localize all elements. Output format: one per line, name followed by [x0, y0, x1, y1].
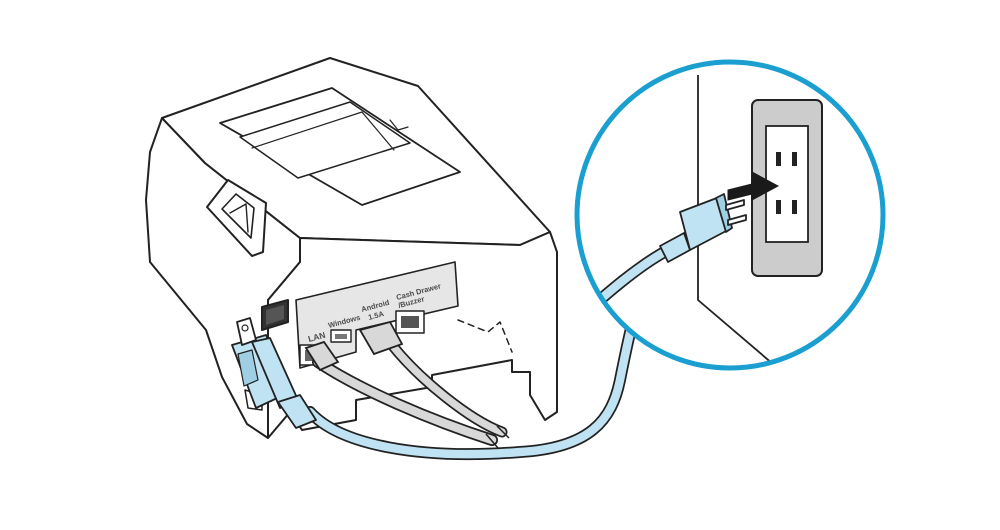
- label-android-2: 1.5A: [367, 309, 385, 322]
- printer: [145, 57, 558, 439]
- data-cables: [312, 339, 508, 446]
- label-lan: LAN: [307, 330, 326, 344]
- insert-arrow-icon: [727, 171, 780, 201]
- android-usb-plug: [358, 320, 404, 356]
- plug-icon: [659, 193, 747, 263]
- printer-back-face: [267, 231, 558, 439]
- power-connector: [231, 317, 317, 429]
- lan-plug: [304, 340, 340, 372]
- outlet-callout: [574, 59, 886, 371]
